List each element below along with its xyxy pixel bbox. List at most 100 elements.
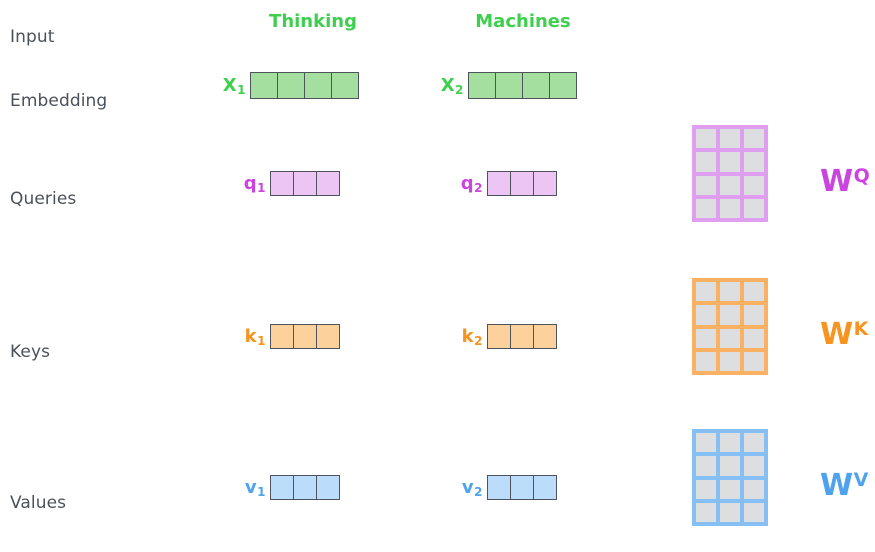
weight-label-superscript: Q (853, 165, 870, 187)
matrix-cell (696, 152, 716, 172)
matrix-cell (696, 433, 716, 453)
vector-label-base: v (461, 476, 474, 498)
row-label-queries: Queries (10, 189, 77, 209)
matrix-cell (744, 328, 764, 348)
vector-k1 (270, 324, 340, 349)
matrix-cell (720, 328, 740, 348)
matrix-cell (720, 433, 740, 453)
matrix-cell (720, 479, 740, 499)
vector-label-subscript: 2 (455, 82, 464, 97)
vector-label-q1: q1 (243, 172, 266, 194)
vector-label-q2: q2 (460, 172, 483, 195)
matrix-cell (696, 502, 716, 522)
vector-x2 (468, 72, 577, 99)
vector-label-v1: v1 (245, 478, 266, 499)
vector-cell (277, 72, 305, 99)
matrix-cell (744, 152, 764, 172)
vector-label-base: X (222, 74, 237, 96)
vector-cell (316, 171, 340, 196)
matrix-cell (720, 198, 740, 218)
vector-cell (468, 72, 496, 99)
vector-label-x1: X1 (222, 74, 246, 97)
word-header-thinking: Thinking (269, 11, 357, 32)
vector-cell (510, 475, 534, 500)
matrix-cell (744, 175, 764, 195)
matrix-cell (696, 198, 716, 218)
row-label-keys: Keys (10, 342, 51, 362)
vector-v2 (487, 475, 557, 500)
vector-k2 (487, 324, 557, 349)
vector-cell (510, 171, 534, 196)
vector-cell (533, 475, 557, 500)
vector-label-k2: k2 (461, 325, 483, 348)
word-header-machines: Machines (475, 11, 571, 32)
matrix-cell (744, 433, 764, 453)
vector-label-v2: v2 (461, 476, 483, 499)
matrix-cell (696, 282, 716, 302)
vector-cell (331, 72, 359, 99)
vector-cell (270, 171, 294, 196)
vector-label-base: X (440, 74, 455, 96)
matrix-cell (696, 351, 716, 371)
vector-v1 (270, 475, 340, 500)
matrix-cell (744, 198, 764, 218)
weight-matrix-wq (692, 125, 768, 222)
vector-cell (522, 72, 550, 99)
matrix-cell (744, 502, 764, 522)
vector-label-base: k (244, 325, 257, 347)
row-label-embedding: Embedding (10, 91, 108, 111)
vector-label-subscript: 2 (474, 484, 483, 499)
vector-cell (270, 475, 294, 500)
weight-matrix-label-wq: WQ (820, 164, 870, 199)
matrix-cell (720, 502, 740, 522)
vector-cell (487, 324, 511, 349)
vector-label-x2: X2 (440, 74, 464, 97)
vector-cell (533, 324, 557, 349)
row-label-input: Input (10, 27, 55, 47)
vector-label-subscript: 1 (237, 82, 246, 97)
weight-label-base: W (820, 468, 854, 503)
weight-matrix-wv (692, 429, 768, 526)
weight-label-base: W (820, 164, 854, 199)
vector-cell (304, 72, 332, 99)
vector-label-subscript: 1 (257, 484, 266, 499)
matrix-cell (744, 129, 764, 149)
vector-cell (250, 72, 278, 99)
vector-cell (316, 475, 340, 500)
weight-matrix-label-wk: WK (820, 320, 868, 350)
vector-x1 (250, 72, 359, 99)
vector-label-subscript: 2 (474, 180, 483, 195)
vector-label-k1: k1 (244, 325, 266, 348)
matrix-cell (720, 305, 740, 325)
vector-cell (487, 475, 511, 500)
vector-label-base: k (461, 325, 474, 347)
matrix-cell (720, 152, 740, 172)
matrix-cell (696, 305, 716, 325)
vector-label-base: q (243, 172, 257, 194)
matrix-cell (720, 351, 740, 371)
matrix-cell (696, 129, 716, 149)
matrix-cell (744, 282, 764, 302)
vector-cell (487, 171, 511, 196)
matrix-cell (744, 305, 764, 325)
matrix-cell (720, 129, 740, 149)
vector-cell (293, 475, 317, 500)
vector-cell (533, 171, 557, 196)
vector-label-base: q (460, 172, 474, 194)
vector-label-subscript: 2 (474, 333, 483, 348)
weight-matrix-wk (692, 278, 768, 375)
matrix-cell (744, 479, 764, 499)
matrix-cell (696, 175, 716, 195)
matrix-cell (696, 479, 716, 499)
vector-cell (293, 171, 317, 196)
vector-cell (316, 324, 340, 349)
vector-cell (293, 324, 317, 349)
vector-label-subscript: 1 (257, 333, 266, 348)
vector-q2 (487, 171, 557, 196)
matrix-cell (744, 456, 764, 476)
matrix-cell (696, 328, 716, 348)
matrix-cell (744, 351, 764, 371)
vector-cell (510, 324, 534, 349)
weight-label-superscript: K (853, 318, 869, 340)
